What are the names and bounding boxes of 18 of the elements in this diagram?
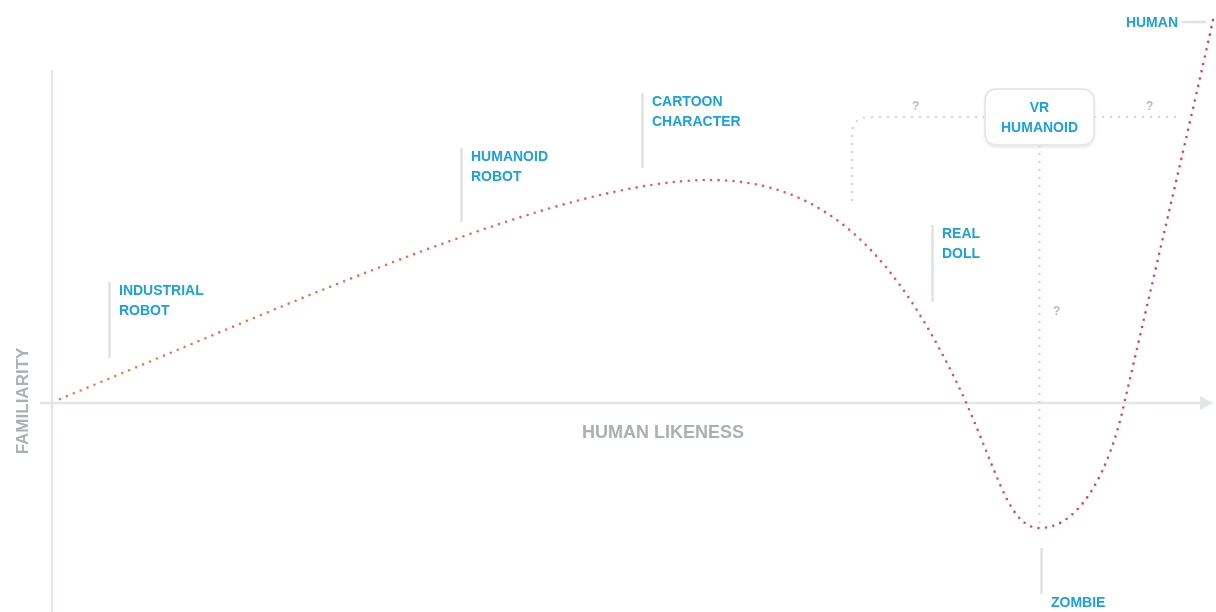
leader-line [1040, 548, 1043, 594]
edge-label: ? [912, 100, 920, 112]
y-axis-title: FAMILIARITY [13, 346, 33, 457]
rounded-label-box: VR HUMANOID [984, 88, 1095, 146]
leader-line [460, 148, 463, 222]
edge-label: ? [1053, 305, 1061, 317]
leader-line [1182, 20, 1206, 24]
point-label: ZOMBIE [1040, 592, 1120, 612]
point-label: REAL DOLL [931, 223, 991, 263]
edge-label: ? [1146, 100, 1154, 112]
leader-line [641, 93, 644, 168]
leader-line [931, 225, 934, 302]
x-axis-title: HUMAN LIKENESS [581, 421, 745, 443]
point-label: CARTOON CHARACTER [641, 91, 751, 131]
point-label: HUMANOID ROBOT [460, 146, 560, 186]
leader-line [108, 282, 111, 358]
point-label: HUMAN [1110, 12, 1178, 32]
point-label: INDUSTRIAL ROBOT [108, 280, 220, 320]
